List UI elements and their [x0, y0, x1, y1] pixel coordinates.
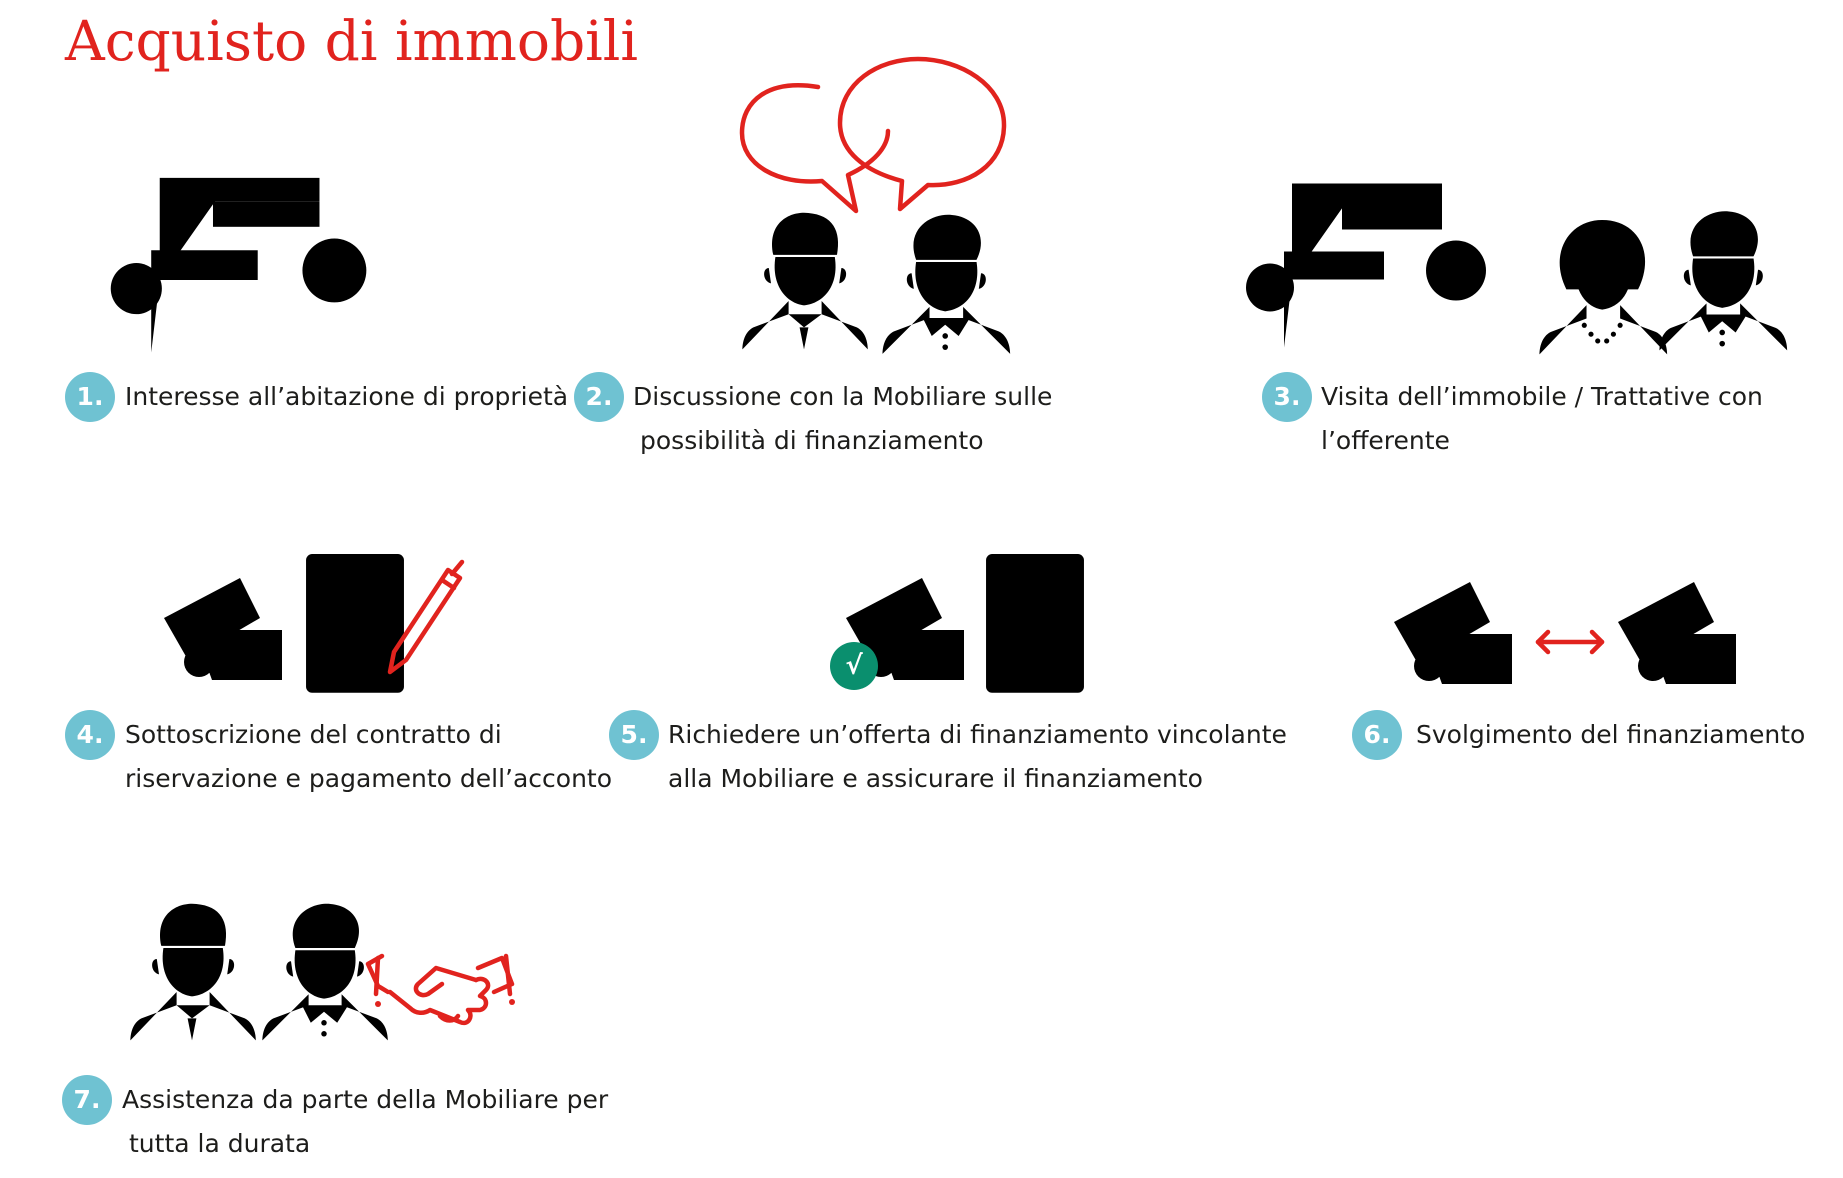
- step-4-badge: 4.: [65, 710, 115, 760]
- money-contract-pen-icon: [164, 554, 465, 693]
- step-1-label: Interesse all’abitazione di proprietà: [125, 375, 568, 419]
- step-3-line-2: l’offerente: [1321, 426, 1450, 455]
- step-4-line-1: Sottoscrizione del contratto di: [125, 720, 502, 749]
- house-with-couple-icon: [1226, 183, 1788, 355]
- check-mark: √: [845, 651, 863, 681]
- step-2-label: Discussione con la Mobiliare sulle possi…: [633, 375, 1052, 463]
- check-icon: √: [830, 642, 878, 690]
- step-7-line-1: Assistenza da parte della Mobiliare per: [122, 1085, 609, 1114]
- step-3-label: Visita dell’immobile / Trattative con l’…: [1321, 375, 1763, 463]
- advisor-client-speech-icon: [739, 56, 1011, 354]
- step-6-line-1: Svolgimento del finanziamento: [1416, 720, 1806, 749]
- step-5-label: Richiedere un’offerta di finanziamento v…: [668, 713, 1287, 801]
- step-5-line-1: Richiedere un’offerta di finanziamento v…: [668, 720, 1287, 749]
- step-7-badge: 7.: [62, 1075, 112, 1125]
- house-with-trees-icon: [89, 177, 376, 353]
- step-6-badge: 6.: [1352, 710, 1402, 760]
- step-1-line-1: Interesse all’abitazione di proprietà: [125, 382, 569, 411]
- step-5-line-2: alla Mobiliare e assicurare il finanziam…: [668, 764, 1203, 793]
- step-4-line-2: riservazione e pagamento dell’acconto: [125, 764, 613, 793]
- step-5-badge: 5.: [609, 710, 659, 760]
- money-exchange-icon: [1394, 582, 1736, 684]
- step-1-badge: 1.: [65, 372, 115, 422]
- step-3-line-1: Visita dell’immobile / Trattative con: [1321, 382, 1763, 411]
- step-4-label: Sottoscrizione del contratto di riservaz…: [125, 713, 612, 801]
- step-2-badge: 2.: [574, 372, 624, 422]
- step-2-line-2: possibilità di finanziamento: [640, 426, 984, 455]
- step-2-line-1: Discussione con la Mobiliare sulle: [633, 382, 1053, 411]
- advisor-client-handshake-icon: [130, 903, 515, 1041]
- step-7-label: Assistenza da parte della Mobiliare per …: [122, 1078, 608, 1166]
- step-3-badge: 3.: [1262, 372, 1312, 422]
- page-title: Acquisto di immobili: [65, 9, 638, 73]
- step-7-line-2: tutta la durata: [129, 1129, 311, 1158]
- step-6-label: Svolgimento del finanziamento: [1416, 713, 1805, 757]
